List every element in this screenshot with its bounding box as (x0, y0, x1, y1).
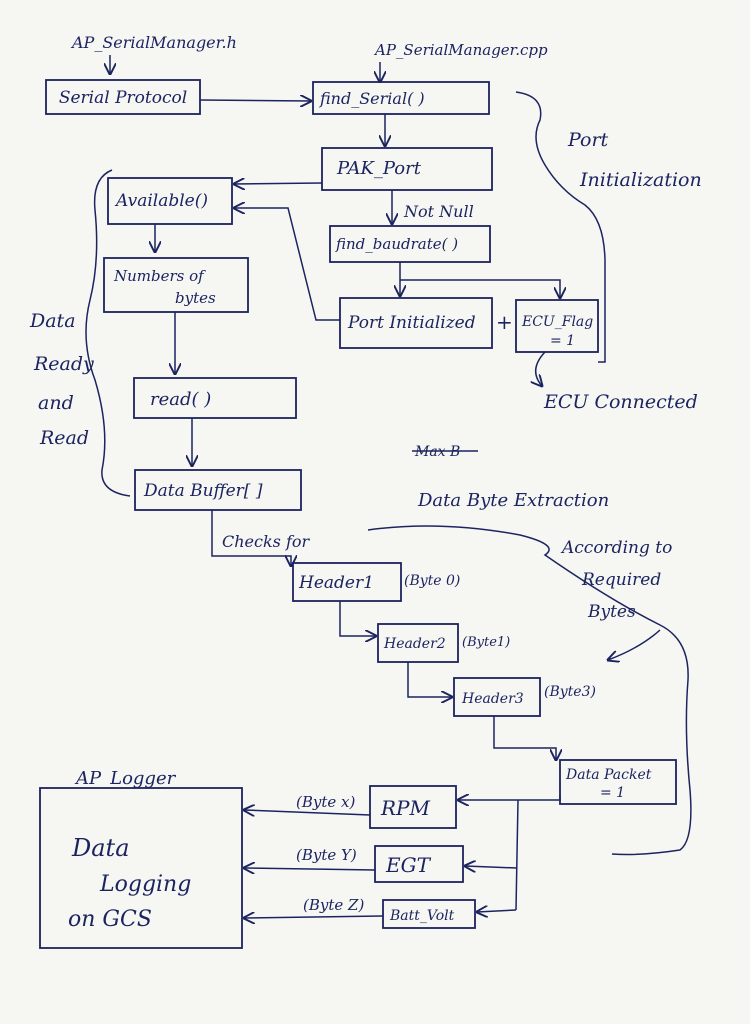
extraction-line4: Bytes (587, 602, 636, 622)
read-label: read( ) (150, 389, 211, 410)
number-of-bytes-line2: bytes (175, 289, 216, 307)
number-of-bytes-box (103, 257, 249, 313)
port-initialized-label: Port Initialized (347, 313, 476, 333)
logger-label: AP_Logger (74, 768, 177, 789)
data-logging-line1: Data (71, 834, 130, 862)
byte1-label: (Byte1) (462, 635, 510, 650)
arrow-data-packet-to-egt (465, 866, 518, 868)
available-box (107, 177, 233, 225)
find-baudrate-label: find_baudrate( ) (335, 235, 458, 253)
header2-label: Header2 (383, 636, 446, 652)
byte0-label: (Byte 0) (404, 573, 460, 589)
data-ready-bracket (85, 169, 131, 497)
extraction-bracket (367, 525, 692, 856)
arrow-protocol-to-find-serial (199, 100, 311, 101)
number-of-bytes-line1: Numbers of (113, 267, 206, 285)
data-logging-line3: on GCS (68, 907, 152, 932)
egt-box (374, 845, 464, 883)
rpm-label: RPM (380, 796, 431, 820)
checks-for-label: Checks for (222, 532, 311, 551)
byte-z-label: (Byte Z) (303, 896, 364, 914)
batt-volt-box (382, 899, 476, 929)
header1-box (292, 562, 402, 602)
extraction-line3: Required (581, 570, 661, 590)
header3-label: Header3 (461, 691, 524, 707)
distribution-trunk (515, 799, 519, 911)
find-serial-box (312, 81, 490, 115)
not-null-label: Not Null (403, 202, 474, 221)
ecu-flag-box (515, 299, 599, 353)
data-logging-box (39, 787, 243, 949)
byte3-label: (Byte3) (544, 684, 596, 700)
egt-label: EGT (385, 853, 432, 877)
arrow-data-buffer-to-header1 (211, 510, 291, 566)
port-initialization-line2: Initialization (579, 169, 702, 191)
data-ready-line2: Ready (33, 353, 94, 375)
data-packet-line1: Data Packet (565, 767, 652, 783)
header1-label: Header1 (298, 573, 374, 593)
arrow-header3-to-data-packet (493, 716, 556, 760)
data-ready-line3: and (38, 392, 74, 414)
header-file-label: AP_SerialManager.h (70, 33, 237, 52)
data-buffer-label: Data Buffer[ ] (143, 481, 263, 501)
data-buffer-box (134, 469, 302, 511)
arrow-batt-volt-to-logger (244, 916, 384, 918)
arrow-header2-to-header3 (407, 662, 452, 697)
arrow-port-initialized-to-available (234, 208, 340, 321)
byte-x-label: (Byte x) (296, 793, 355, 811)
rpm-box (369, 785, 457, 829)
arrow-rpm-to-logger (244, 810, 371, 815)
data-packet-line2: = 1 (600, 785, 625, 801)
port-initialized-box (339, 297, 493, 349)
port-initialization-line1: Port (567, 129, 609, 151)
arrow-pak-port-to-available (234, 183, 323, 184)
byte-y-label: (Byte Y) (296, 846, 357, 864)
data-ready-line1: Data (29, 310, 76, 332)
ecu-flag-line1: ECU_Flag (521, 314, 593, 330)
extraction-line2: According to (560, 538, 672, 558)
header3-box (453, 677, 541, 717)
arrow-header1-to-header2 (339, 601, 376, 636)
find-baudrate-box (329, 225, 491, 263)
data-ready-line4: Read (39, 427, 89, 449)
arrow-data-packet-to-rpm (458, 795, 561, 800)
struck-word: Max B (414, 444, 460, 460)
cpp-file-label: AP_SerialManager.cpp (373, 41, 548, 59)
header2-box (377, 623, 459, 663)
serial-protocol-box (45, 79, 201, 115)
ecu-connected-label: ECU Connected (543, 391, 698, 413)
serial-protocol-label: Serial Protocol (59, 88, 187, 108)
plus-sign: + (496, 310, 513, 334)
arrow-extraction-to-data-packet (608, 629, 661, 660)
read-box (133, 377, 297, 419)
arrow-find-baudrate-to-ecu-flag (400, 279, 560, 298)
batt-volt-label: Batt_Volt (389, 908, 455, 924)
available-label: Available() (114, 191, 208, 211)
port-initialization-bracket (515, 91, 606, 363)
pak-port-label: PAK_Port (336, 158, 422, 179)
ecu-flag-line2: = 1 (550, 333, 575, 349)
arrow-egt-to-logger (244, 868, 376, 870)
arrow-data-packet-to-batt-volt (477, 910, 517, 912)
extraction-line1: Data Byte Extraction (417, 490, 609, 511)
arrow-ecu-flag-to-connected (536, 351, 546, 386)
data-logging-line2: Logging (99, 872, 191, 897)
find-serial-label: find_Serial( ) (319, 89, 425, 108)
data-packet-box (559, 759, 677, 805)
pak-port-box (321, 147, 493, 191)
